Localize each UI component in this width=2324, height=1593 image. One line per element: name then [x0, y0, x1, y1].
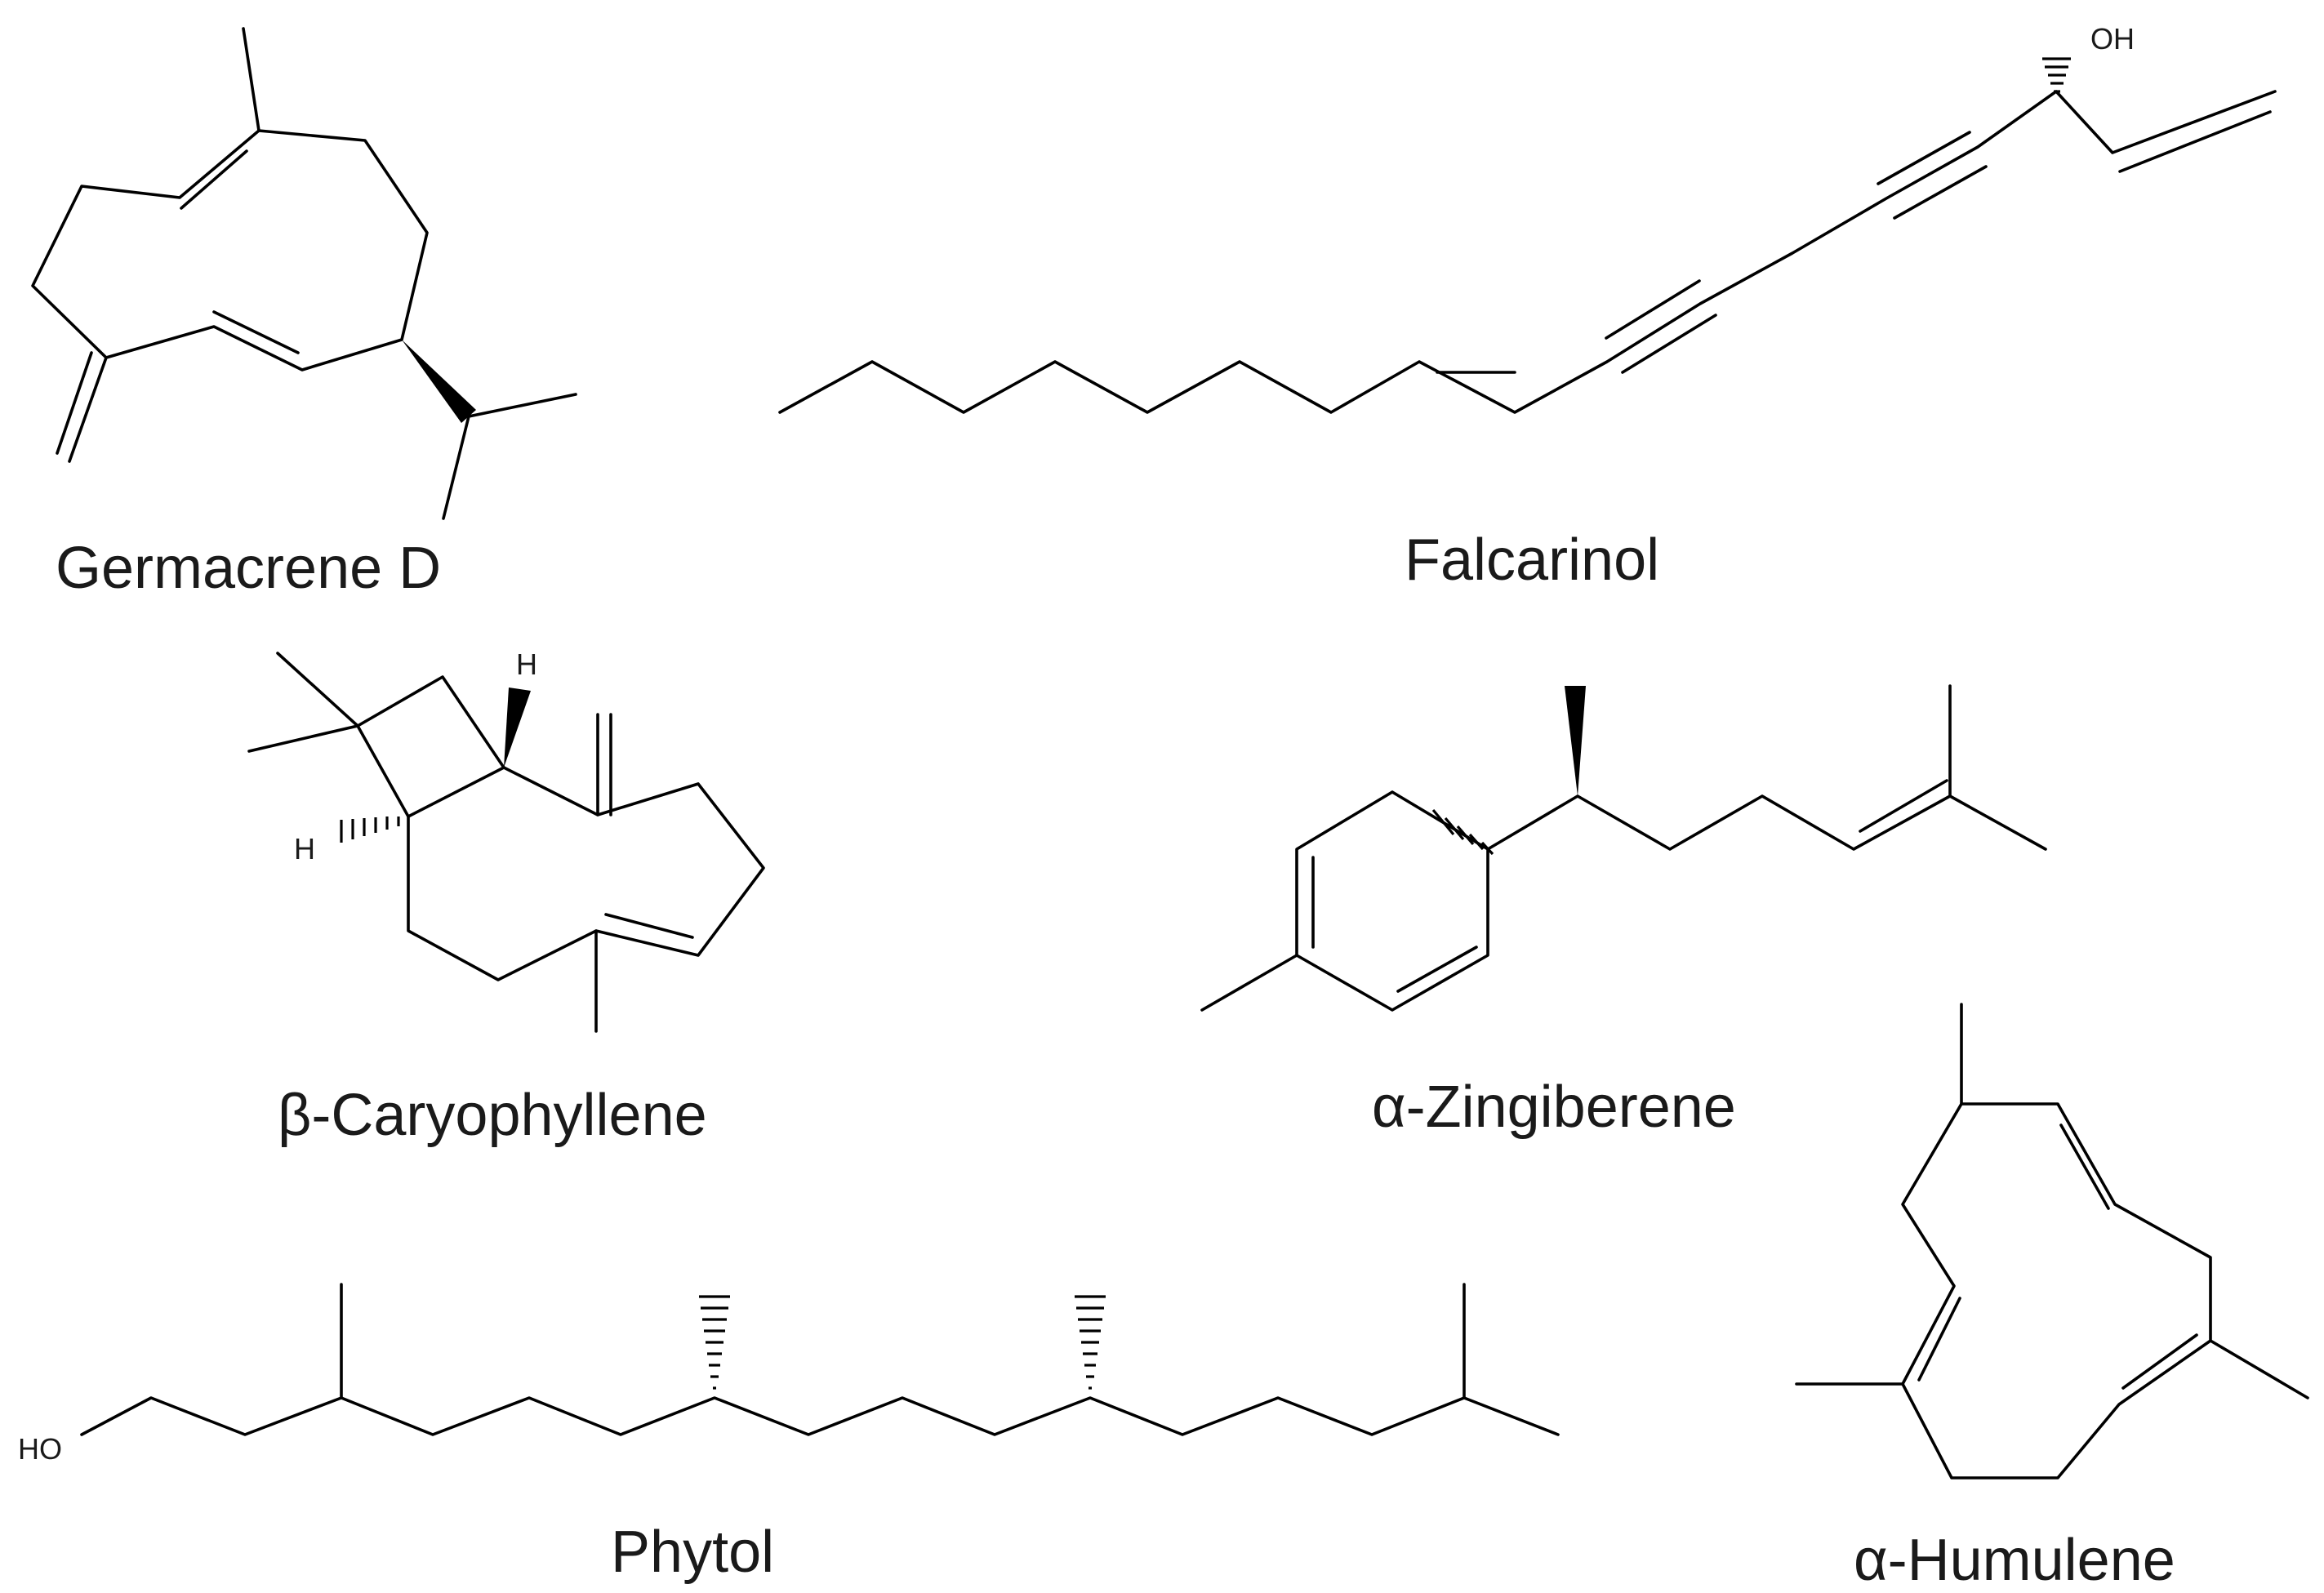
- falcarinol-oh-label: OH: [2090, 22, 2135, 56]
- germacrene-d-label: Germacrene D: [56, 536, 441, 601]
- caryophyllene-hash-bond: [340, 817, 400, 843]
- phytol-hash-bond-2: [1075, 1295, 1106, 1390]
- zingiberene-structure: α-Zingiberene: [1200, 684, 2047, 1140]
- caryophyllene-h-left: H: [294, 832, 315, 865]
- falcarinol-label: Falcarinol: [1405, 527, 1659, 593]
- phytol-structure: HO Phytol: [18, 1283, 1560, 1585]
- germacrene-d-structure: Germacrene D: [31, 27, 577, 601]
- phytol-label: Phytol: [611, 1520, 774, 1585]
- caryophyllene-label: β-Caryophyllene: [278, 1083, 707, 1148]
- phytol-ho-label: HO: [18, 1432, 62, 1466]
- caryophyllene-h-top: H: [516, 647, 537, 681]
- caryophyllene-structure: H H β-Caryophyllene: [247, 647, 765, 1148]
- phytol-hash-bond-1: [699, 1295, 730, 1390]
- humulene-structure: α-Humulene: [1795, 1003, 2309, 1593]
- humulene-label: α-Humulene: [1854, 1528, 2175, 1593]
- falcarinol-structure: OH Falcarinol: [778, 22, 2277, 593]
- zingiberene-label: α-Zingiberene: [1372, 1075, 1736, 1140]
- falcarinol-hash-bond: [2042, 57, 2071, 93]
